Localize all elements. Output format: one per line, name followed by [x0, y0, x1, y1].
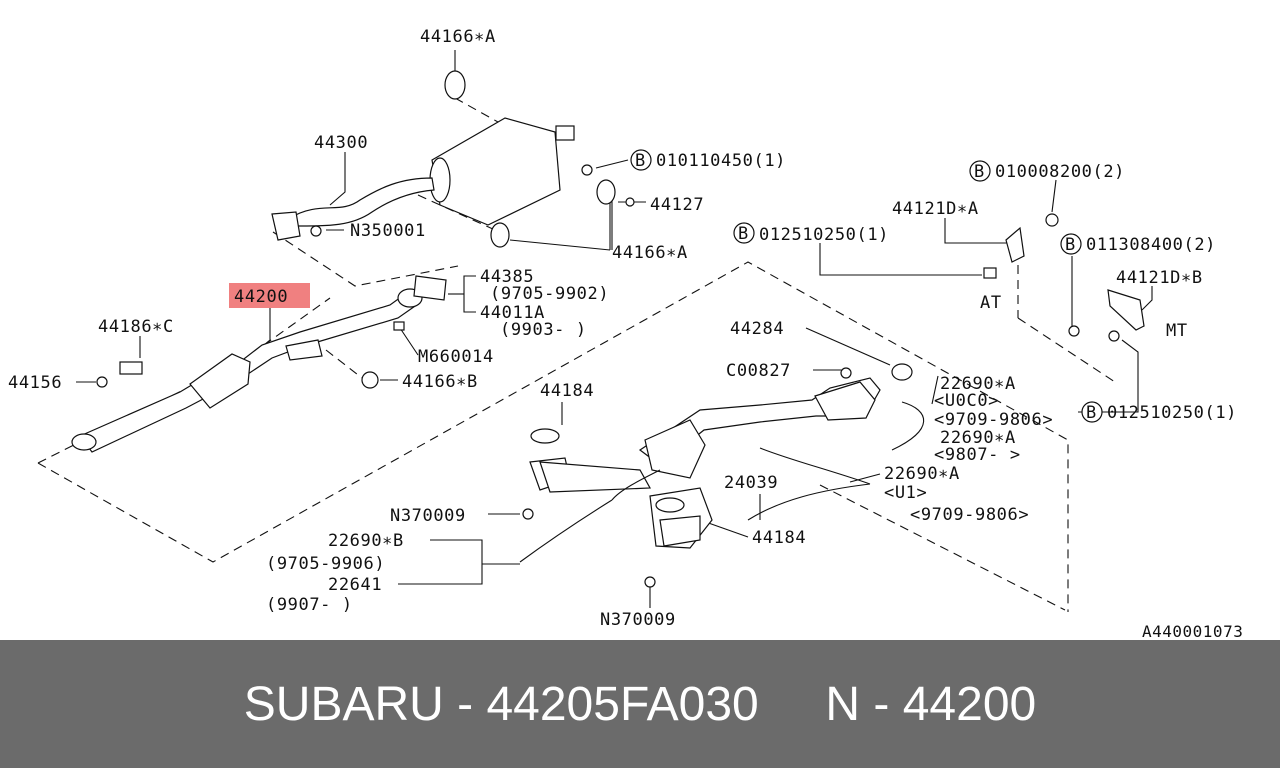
date-range: <9807- > — [934, 445, 1021, 465]
part-label: 011308400(2) — [1086, 235, 1216, 255]
part-label: 22690∗B — [328, 531, 404, 551]
part-label: 44166∗A — [420, 27, 496, 47]
parts-diagram: 44200 B B B B B 44166∗A 44300 010110450(… — [8, 27, 1243, 640]
circle-b-marker: B — [974, 162, 985, 182]
part-label: 44121D∗A — [892, 199, 979, 219]
circled-b-markers: B B B B B — [630, 149, 1103, 423]
part-label: N370009 — [600, 610, 676, 630]
rear-muffler — [271, 70, 635, 248]
circle-b-marker: B — [1065, 235, 1076, 255]
leader-lines — [76, 50, 1153, 608]
ref-prefix: N — [825, 677, 861, 731]
variant-label: MT — [1166, 321, 1188, 341]
part-label: 44127 — [650, 195, 704, 215]
part-label: 22690∗A — [940, 428, 1016, 448]
part-label: 44385 — [480, 267, 534, 287]
brand-name: SUBARU — [243, 677, 444, 731]
part-label: 010008200(2) — [995, 162, 1125, 182]
figure-id: A440001073 — [1142, 622, 1243, 640]
part-label: 22641 — [328, 575, 382, 595]
part-number: 44205FA030 — [486, 677, 759, 731]
part-label: C00827 — [726, 361, 791, 381]
separator: - — [860, 677, 903, 731]
part-label: 24039 — [724, 473, 778, 493]
date-range: <9709-9806> — [934, 410, 1053, 430]
part-label: 44166∗A — [612, 243, 688, 263]
center-pipe — [71, 275, 447, 453]
date-range: (9705-9906) — [266, 554, 385, 574]
separator: - — [443, 677, 487, 731]
exhaust-diagram-svg: 44200 B B B B B 44166∗A 44300 010110450(… — [8, 27, 1243, 640]
dashed-outlines — [37, 97, 1119, 612]
part-label: 44166∗B — [402, 372, 478, 392]
part-label: 44300 — [314, 133, 368, 153]
hanger-brackets — [983, 213, 1145, 342]
part-label: 012510250(1) — [759, 225, 889, 245]
part-label: 44011A — [480, 303, 545, 323]
date-range: (9903- ) — [500, 320, 587, 340]
front-exhaust — [519, 363, 925, 588]
circle-b-marker: B — [1086, 403, 1097, 423]
part-label: 44156 — [8, 373, 62, 393]
circle-b-marker: B — [635, 151, 646, 171]
part-label: 44186∗C — [98, 317, 174, 337]
spacer — [759, 677, 826, 732]
footer-caption: SUBARU - 44205FA030 N - 44200 — [0, 640, 1280, 768]
part-label: 44284 — [730, 319, 784, 339]
variant-label: AT — [980, 293, 1002, 313]
highlight-label: 44200 — [234, 287, 288, 307]
part-label: N350001 — [350, 221, 426, 241]
part-label: M660014 — [418, 347, 494, 367]
part-label: 44184 — [752, 528, 806, 548]
part-label: 44184 — [540, 381, 594, 401]
date-range: <9709-9806> — [910, 505, 1029, 525]
part-label: 22690∗A — [940, 374, 1016, 394]
variant-label: <U0C0> — [934, 391, 999, 411]
date-range: (9705-9902) — [490, 284, 609, 304]
ref-number: 44200 — [902, 677, 1037, 731]
footer-bar: SUBARU - 44205FA030 N - 44200 — [0, 640, 1280, 768]
variant-label: <U1> — [884, 483, 927, 503]
highlight-box — [229, 283, 310, 308]
part-label: 010110450(1) — [656, 151, 786, 171]
part-label: 44121D∗B — [1116, 268, 1203, 288]
part-label: 012510250(1) — [1107, 403, 1237, 423]
part-labels: 44166∗A 44300 010110450(1) 44127 N350001… — [8, 27, 1237, 630]
date-range: (9907- ) — [266, 595, 353, 615]
part-label: 22690∗A — [884, 464, 960, 484]
part-label: N370009 — [390, 506, 466, 526]
circle-b-marker: B — [738, 224, 749, 244]
